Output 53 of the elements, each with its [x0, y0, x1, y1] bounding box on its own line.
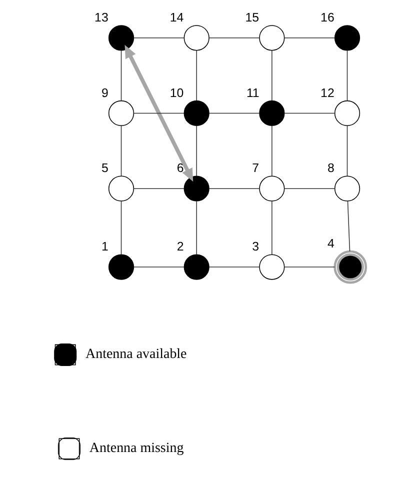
- node-label: 1: [101, 240, 108, 254]
- node-label: 2: [176, 240, 184, 254]
- node-label: 4: [326, 236, 334, 250]
- node-circle: [183, 176, 209, 202]
- connector: [133, 188, 184, 189]
- connector: [284, 266, 335, 268]
- node-label: 6: [176, 161, 184, 176]
- node-circle: [183, 254, 209, 280]
- node-circle: [334, 176, 360, 202]
- node-label: 16: [320, 10, 334, 24]
- node-circle: [334, 100, 360, 126]
- connector: [284, 112, 335, 114]
- connector: [346, 125, 348, 176]
- connector: [284, 188, 335, 189]
- node-circle: [258, 176, 284, 202]
- connector: [208, 112, 260, 114]
- connector: [271, 125, 272, 176]
- connector: [271, 200, 272, 255]
- node-label: 14: [169, 10, 184, 24]
- node-label: 5: [101, 161, 108, 176]
- arrow: [124, 44, 193, 182]
- connector: [208, 266, 260, 268]
- node-label: 7: [252, 161, 259, 176]
- connector: [346, 200, 350, 252]
- connector: [346, 50, 348, 102]
- node-label: 10: [169, 86, 184, 100]
- node-circle: [333, 250, 367, 284]
- node-label: 15: [244, 10, 259, 24]
- node-circle: [108, 254, 134, 280]
- connector: [133, 112, 184, 114]
- connector: [120, 50, 122, 102]
- node-circle: [258, 254, 284, 280]
- connector: [271, 50, 272, 102]
- node-circle: [108, 100, 134, 126]
- node-label: 8: [326, 161, 334, 176]
- connector: [120, 200, 122, 255]
- node-circle: [334, 25, 360, 51]
- connector: [208, 188, 260, 189]
- node-circle: [258, 100, 284, 126]
- node-circle: [108, 176, 134, 202]
- legend-label: Antenna available: [85, 347, 186, 362]
- connector: [120, 125, 122, 176]
- node-label: 9: [101, 86, 108, 100]
- node-label: 11: [246, 86, 259, 100]
- connector: [133, 266, 184, 268]
- node-circle: [183, 100, 209, 126]
- node-label: 13: [94, 10, 108, 24]
- node-label: 12: [320, 86, 334, 100]
- node-circle: [258, 25, 284, 51]
- legend-label: Antenna missing: [88, 441, 184, 456]
- node-label: 3: [252, 240, 259, 254]
- node-circle: [108, 25, 134, 51]
- node-circle: [183, 25, 209, 51]
